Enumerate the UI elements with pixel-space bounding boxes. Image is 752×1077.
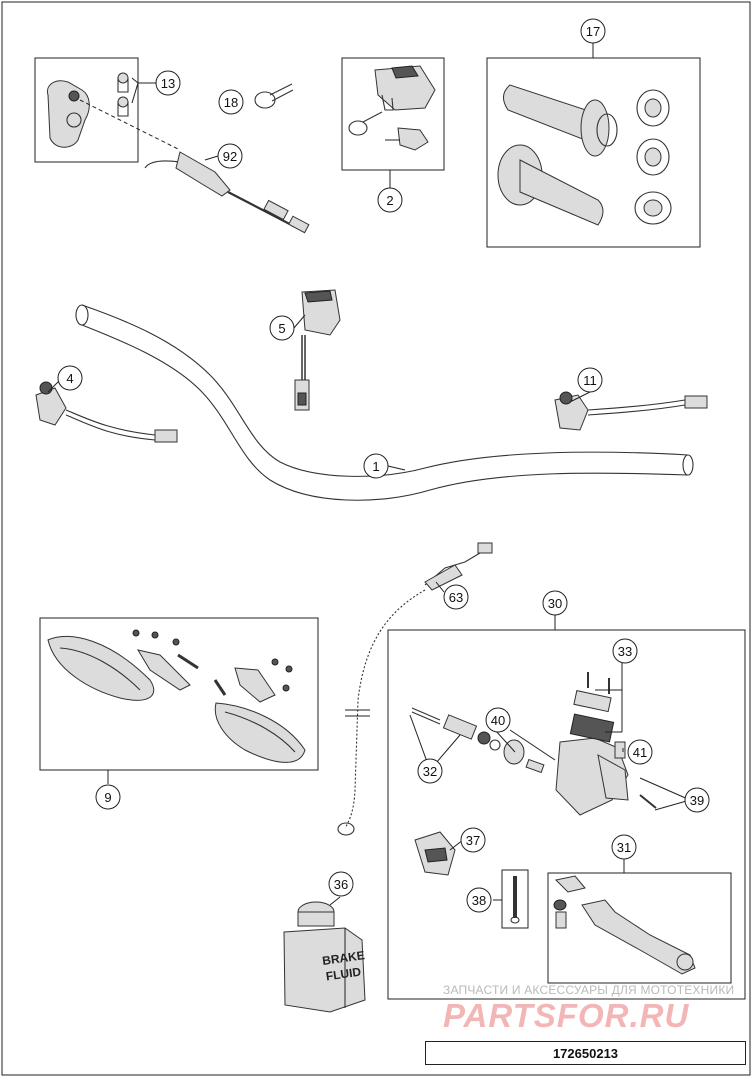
svg-text:38: 38 (472, 893, 486, 908)
kill-switch-part (294, 289, 341, 411)
callout-5: 5 (269, 315, 295, 341)
bottle-label-line1: BRAKE (321, 948, 365, 968)
callout-31: 31 (611, 834, 637, 860)
box-lever-bolt (501, 869, 529, 929)
callout-11: 11 (577, 367, 603, 393)
callout-39: 39 (684, 787, 710, 813)
svg-text:13: 13 (161, 76, 175, 91)
svg-text:92: 92 (223, 149, 237, 164)
callouts: 13 18 92 2 17 5 4 11 1 63 30 9 33 40 41 … (57, 18, 710, 913)
callout-17: 17 (580, 18, 606, 44)
callout-2: 2 (377, 187, 403, 213)
handlebar-part (75, 304, 694, 501)
throttle-housing-part (46, 72, 181, 151)
grips-part (497, 84, 672, 226)
box-lever (547, 872, 732, 984)
callout-37: 37 (460, 827, 486, 853)
box-handguards (39, 617, 319, 771)
callout-18: 18 (218, 89, 244, 115)
svg-text:30: 30 (548, 596, 562, 611)
callout-36: 36 (328, 871, 354, 897)
svg-text:2: 2 (386, 193, 393, 208)
cable-tie-part (254, 83, 294, 109)
callout-92: 92 (217, 143, 243, 169)
watermark-brand: PARTSFOR.RU (443, 997, 690, 1034)
callout-1: 1 (363, 453, 389, 479)
svg-text:63: 63 (449, 590, 463, 605)
svg-text:5: 5 (278, 321, 285, 336)
svg-text:32: 32 (423, 764, 437, 779)
left-switch-part (35, 381, 178, 443)
svg-text:39: 39 (690, 793, 704, 808)
svg-text:17: 17 (586, 24, 600, 39)
svg-text:18: 18 (224, 95, 238, 110)
diagram-id-box: 172650213 (425, 1041, 746, 1065)
svg-text:40: 40 (491, 713, 505, 728)
svg-text:11: 11 (583, 373, 597, 388)
master-cylinder-part (411, 672, 732, 984)
svg-text:41: 41 (633, 745, 647, 760)
box-master-cylinder (387, 629, 746, 1000)
brake-fluid-bottle (283, 901, 366, 1013)
callout-32: 32 (417, 758, 443, 784)
svg-text:31: 31 (617, 840, 631, 855)
switch-part (348, 65, 436, 151)
callout-41: 41 (627, 739, 653, 765)
handguards-part (47, 629, 306, 763)
callout-30: 30 (542, 590, 568, 616)
callout-40: 40 (485, 707, 511, 733)
diagram-id: 172650213 (552, 1045, 619, 1061)
callout-13: 13 (155, 70, 181, 96)
callout-63: 63 (443, 584, 469, 610)
svg-text:4: 4 (66, 371, 73, 386)
callout-4: 4 (57, 365, 83, 391)
callout-33: 33 (612, 638, 638, 664)
callout-9: 9 (95, 784, 121, 810)
svg-text:37: 37 (466, 833, 480, 848)
brake-line-part (337, 542, 493, 836)
svg-text:1: 1 (372, 459, 379, 474)
bottle-label-line2: FLUID (325, 965, 362, 984)
svg-text:9: 9 (104, 790, 111, 805)
svg-text:33: 33 (618, 644, 632, 659)
callout-38: 38 (466, 887, 492, 913)
box-switch (341, 57, 445, 171)
watermark-tagline: ЗАПЧАСТИ И АКСЕССУАРЫ ДЛЯ МОТОТЕХНИКИ (443, 983, 735, 997)
throttle-cable-part (144, 151, 310, 234)
right-switch-part (554, 391, 708, 431)
svg-text:36: 36 (334, 877, 348, 892)
box-throttle-housing (34, 57, 139, 163)
